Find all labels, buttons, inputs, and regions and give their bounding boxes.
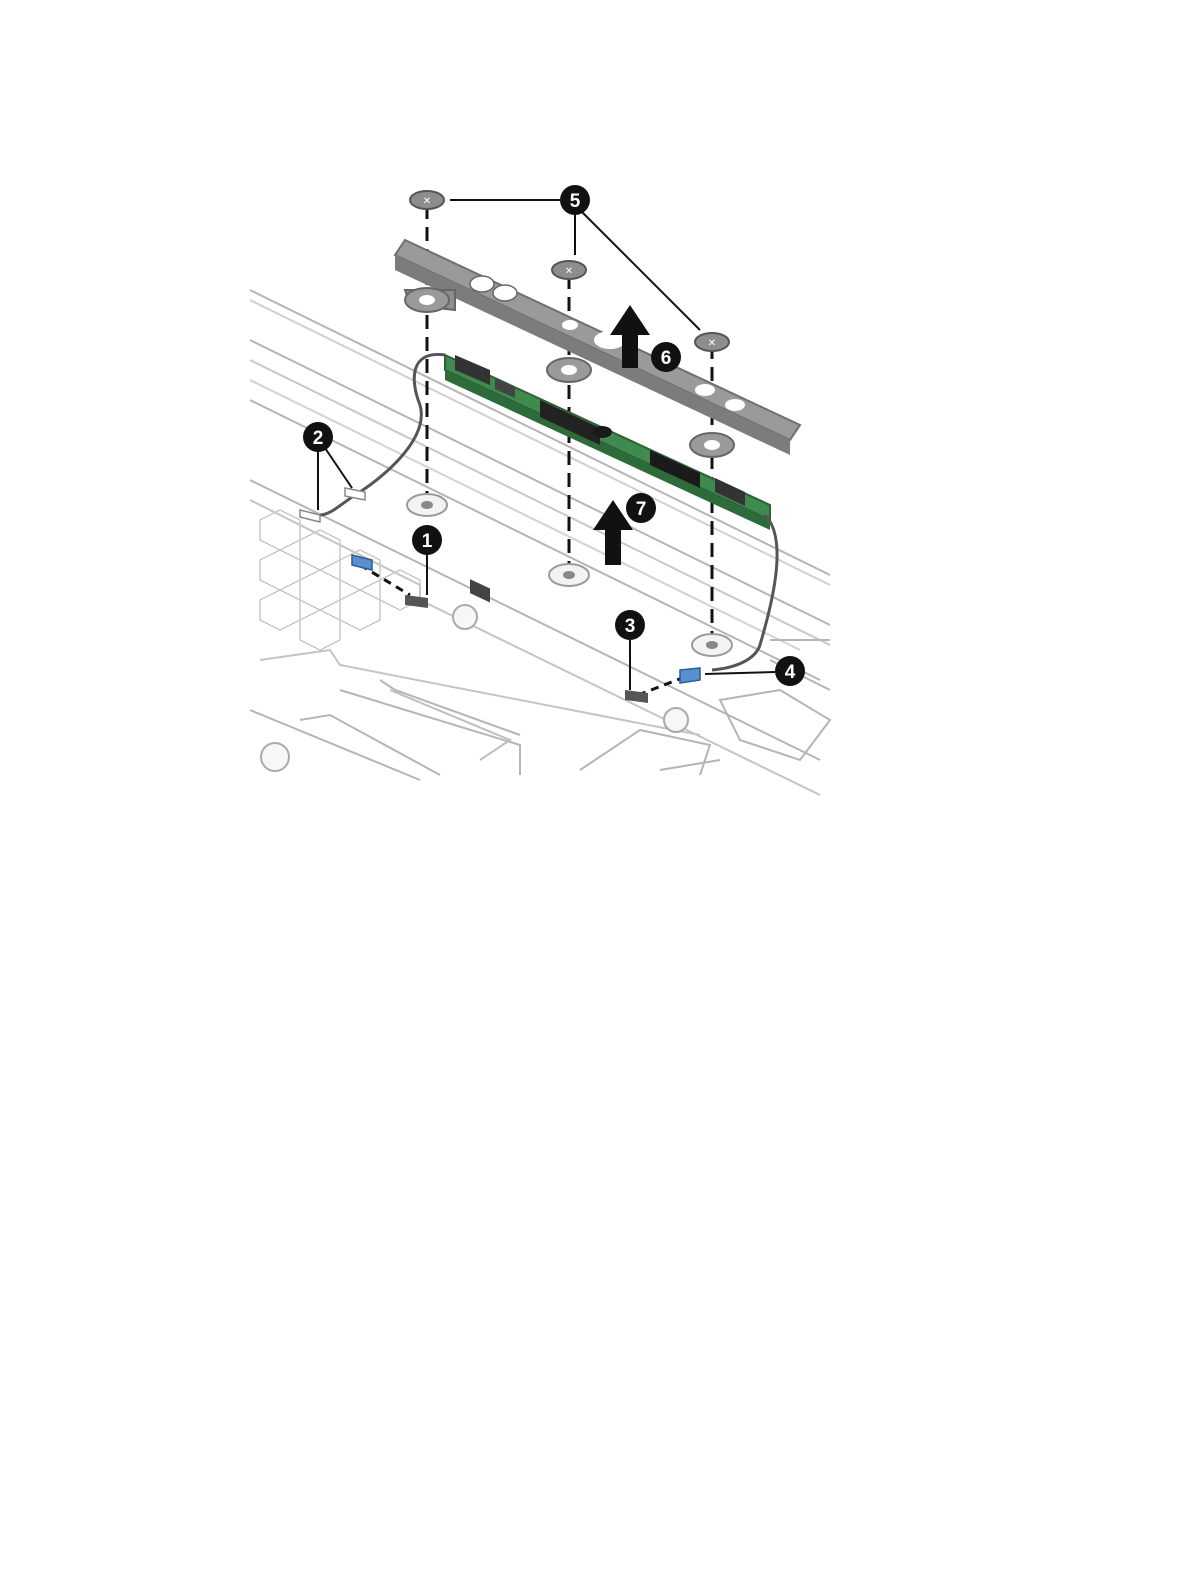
svg-text:3: 3 (625, 616, 636, 637)
svg-text:✕: ✕ (423, 196, 431, 207)
svg-text:2: 2 (313, 428, 324, 449)
callout-3: 3 (615, 610, 645, 640)
svg-text:✕: ✕ (565, 266, 573, 277)
svg-text:1: 1 (422, 531, 433, 552)
callouts: 1 2 3 4 5 6 7 (303, 185, 805, 686)
callout-6: 6 (651, 342, 681, 372)
svg-text:5: 5 (570, 191, 581, 212)
callout-7: 7 (626, 493, 656, 523)
svg-text:6: 6 (661, 348, 672, 369)
callout-5: 5 (560, 185, 590, 215)
svg-text:7: 7 (636, 499, 647, 520)
callout-2: 2 (303, 422, 333, 452)
top-cover-chassis (250, 290, 830, 795)
svg-text:4: 4 (785, 662, 796, 683)
svg-text:✕: ✕ (708, 338, 716, 349)
speaker-grille (260, 510, 420, 650)
callout-1: 1 (412, 525, 442, 555)
callout-4: 4 (775, 656, 805, 686)
